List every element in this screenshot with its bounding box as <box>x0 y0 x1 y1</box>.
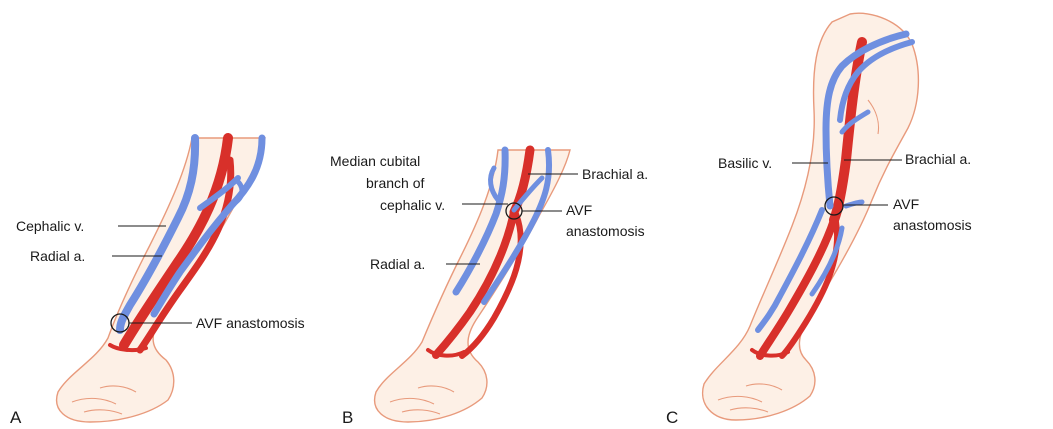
label-median-b-3: cephalic v. <box>380 197 445 213</box>
panel-a: Cephalic v. Radial a. AVF anastomosis A <box>10 138 305 427</box>
panel-b: Median cubital branch of cephalic v. Bra… <box>330 150 648 427</box>
label-avf-c-2: anastomosis <box>893 217 972 233</box>
label-radial-a: Radial a. <box>30 248 85 264</box>
label-brachial-c: Brachial a. <box>905 151 971 167</box>
label-radial-b: Radial a. <box>370 256 425 272</box>
label-avf-b-1: AVF <box>566 202 592 218</box>
label-median-b-2: branch of <box>366 175 424 191</box>
label-avf-a: AVF anastomosis <box>196 315 305 331</box>
panel-letter-b: B <box>342 408 353 427</box>
label-avf-c-1: AVF <box>893 196 919 212</box>
panel-c: Basilic v. Brachial a. AVF anastomosis C <box>666 13 972 427</box>
panel-letter-c: C <box>666 408 678 427</box>
label-cephalic-a: Cephalic v. <box>16 218 84 234</box>
label-avf-b-2: anastomosis <box>566 223 645 239</box>
label-median-b-1: Median cubital <box>330 153 420 169</box>
label-basilic-c: Basilic v. <box>718 155 772 171</box>
arm-c-skin <box>703 13 919 420</box>
label-brachial-b: Brachial a. <box>582 166 648 182</box>
panel-letter-a: A <box>10 408 22 427</box>
